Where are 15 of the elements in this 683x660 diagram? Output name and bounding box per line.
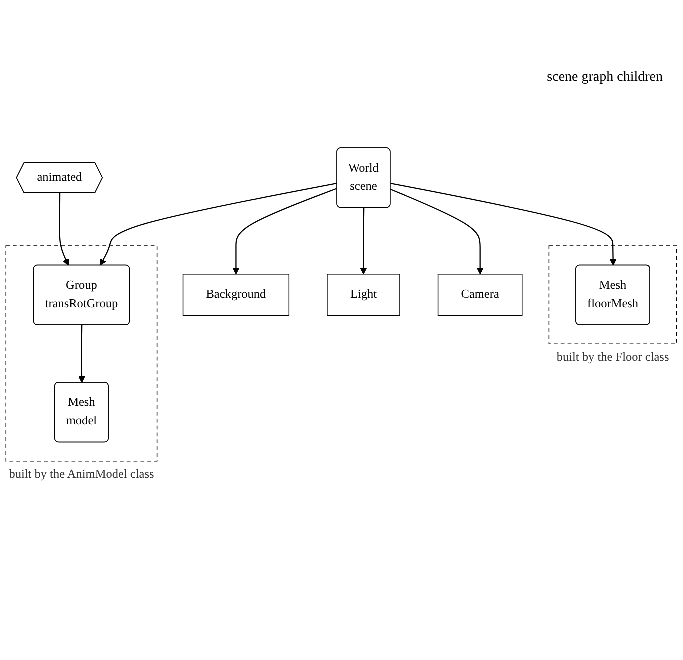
arrow <box>232 188 338 275</box>
node-label: built by the AnimModel class <box>9 468 154 482</box>
node-label: built by the Floor class <box>556 351 670 364</box>
arrow <box>390 188 484 275</box>
arrow <box>390 182 617 266</box>
arrow <box>360 208 368 275</box>
arrow <box>100 182 338 266</box>
node-box: Light <box>327 274 400 316</box>
cluster <box>548 246 678 345</box>
node-box: Background <box>182 274 290 316</box>
arrow <box>78 325 86 384</box>
cluster <box>6 246 158 462</box>
note-text: scene graph children <box>547 70 663 86</box>
node-box: Camera <box>438 274 523 316</box>
arrow <box>59 193 70 266</box>
